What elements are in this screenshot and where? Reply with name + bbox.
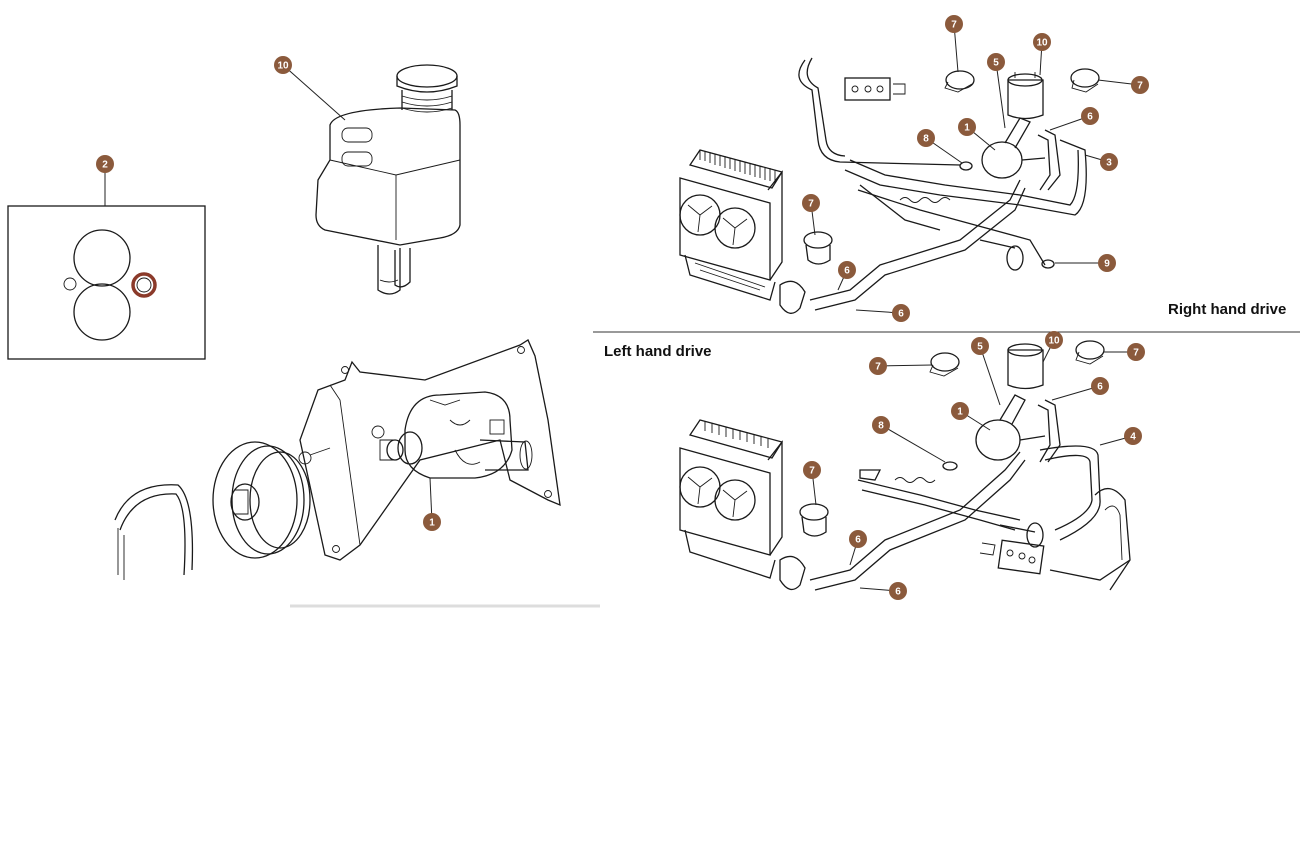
callout-number: 7 [1137, 81, 1143, 92]
callout-badge [838, 261, 856, 279]
callout-tank-10: 10 [274, 56, 292, 74]
callout-badge [889, 582, 907, 600]
callout-badge [274, 56, 292, 74]
callout-lhd-6b: 6 [849, 530, 867, 548]
callout-number: 6 [844, 266, 850, 277]
callout-badge [958, 118, 976, 136]
callout-badge [1124, 427, 1142, 445]
callout-number: 1 [957, 407, 963, 418]
callout-badge [423, 513, 441, 531]
callout-number: 2 [102, 160, 108, 171]
callout-rhd-7c: 7 [802, 194, 820, 212]
leader-lines [104, 23, 1141, 592]
callout-rhd-8: 8 [917, 129, 935, 147]
callout-number: 6 [895, 587, 901, 598]
pump-assembly-drawing [114, 339, 561, 580]
callout-number: 7 [951, 20, 957, 31]
callout-number: 3 [1106, 158, 1112, 169]
callout-number: 7 [1133, 348, 1139, 359]
callout-rhd-6b: 6 [838, 261, 856, 279]
callout-badge [872, 416, 890, 434]
callout-rhd-6a: 6 [1081, 107, 1099, 125]
callout-lhd-7b: 7 [1127, 343, 1145, 361]
callout-badge [803, 461, 821, 479]
callout-badge [1091, 377, 1109, 395]
callout-badge [1131, 76, 1149, 94]
callout-badge [987, 53, 1005, 71]
callout-badge [1127, 343, 1145, 361]
callout-number: 6 [855, 535, 861, 546]
callout-number: 1 [429, 518, 435, 529]
callout-badge [951, 402, 969, 420]
callout-number: 7 [875, 362, 881, 373]
callout-number: 7 [809, 466, 815, 477]
callout-lhd-5: 5 [971, 337, 989, 355]
callout-number: 4 [1130, 432, 1136, 443]
callout-badges: 10 2 1 7 10 5 7 6 1 8 3 7 6 9 6 7 5 10 7 6 1 4 8 7 6 6 [96, 15, 1149, 600]
callout-lhd-8: 8 [872, 416, 890, 434]
callout-rhd-3: 3 [1100, 153, 1118, 171]
callout-lhd-6c: 6 [889, 582, 907, 600]
callout-number: 5 [977, 342, 983, 353]
callout-rhd-1: 1 [958, 118, 976, 136]
callout-badge [1098, 254, 1116, 272]
callout-lhd-1: 1 [951, 402, 969, 420]
callout-number: 5 [993, 58, 999, 69]
callout-pump-1: 1 [423, 513, 441, 531]
callout-number: 8 [878, 421, 884, 432]
callout-lhd-7a: 7 [869, 357, 887, 375]
callout-number: 6 [1087, 112, 1093, 123]
callout-badge [1081, 107, 1099, 125]
callout-badge [917, 129, 935, 147]
oil-seal-ring [131, 272, 157, 298]
callout-lhd-7c: 7 [803, 461, 821, 479]
rhd-label: Right hand drive [1168, 301, 1287, 318]
callout-badge [1100, 153, 1118, 171]
callout-lhd-10: 10 [1045, 331, 1063, 349]
callout-number: 1 [964, 123, 970, 134]
callout-number: 6 [1097, 382, 1103, 393]
lhd-diagram [679, 340, 1131, 591]
callout-number: 8 [923, 134, 929, 145]
callout-number: 9 [1104, 259, 1110, 270]
rhd-diagram [679, 57, 1100, 314]
callout-badge [1045, 331, 1063, 349]
callout-lhd-6a: 6 [1091, 377, 1109, 395]
callout-badge [96, 155, 114, 173]
callout-badge [945, 15, 963, 33]
callout-rhd-10: 10 [1033, 33, 1051, 51]
callout-lhd-4: 4 [1124, 427, 1142, 445]
reservoir-tank-drawing [315, 64, 461, 295]
callout-number: 7 [808, 199, 814, 210]
callout-badge [892, 304, 910, 322]
callout-number: 10 [1048, 336, 1060, 347]
callout-kit-2: 2 [96, 155, 114, 173]
callout-badge [849, 530, 867, 548]
callout-badge [802, 194, 820, 212]
seal-kit-panel [7, 205, 206, 360]
callout-rhd-7b: 7 [1131, 76, 1149, 94]
callout-badge [1033, 33, 1051, 51]
callout-badge [869, 357, 887, 375]
callout-badge [971, 337, 989, 355]
callout-number: 6 [898, 309, 904, 320]
callout-rhd-5: 5 [987, 53, 1005, 71]
callout-rhd-9: 9 [1098, 254, 1116, 272]
callout-number: 10 [277, 61, 289, 72]
callout-rhd-7a: 7 [945, 15, 963, 33]
callout-number: 10 [1036, 38, 1048, 49]
lhd-label: Left hand drive [604, 343, 712, 360]
callout-rhd-6c: 6 [892, 304, 910, 322]
